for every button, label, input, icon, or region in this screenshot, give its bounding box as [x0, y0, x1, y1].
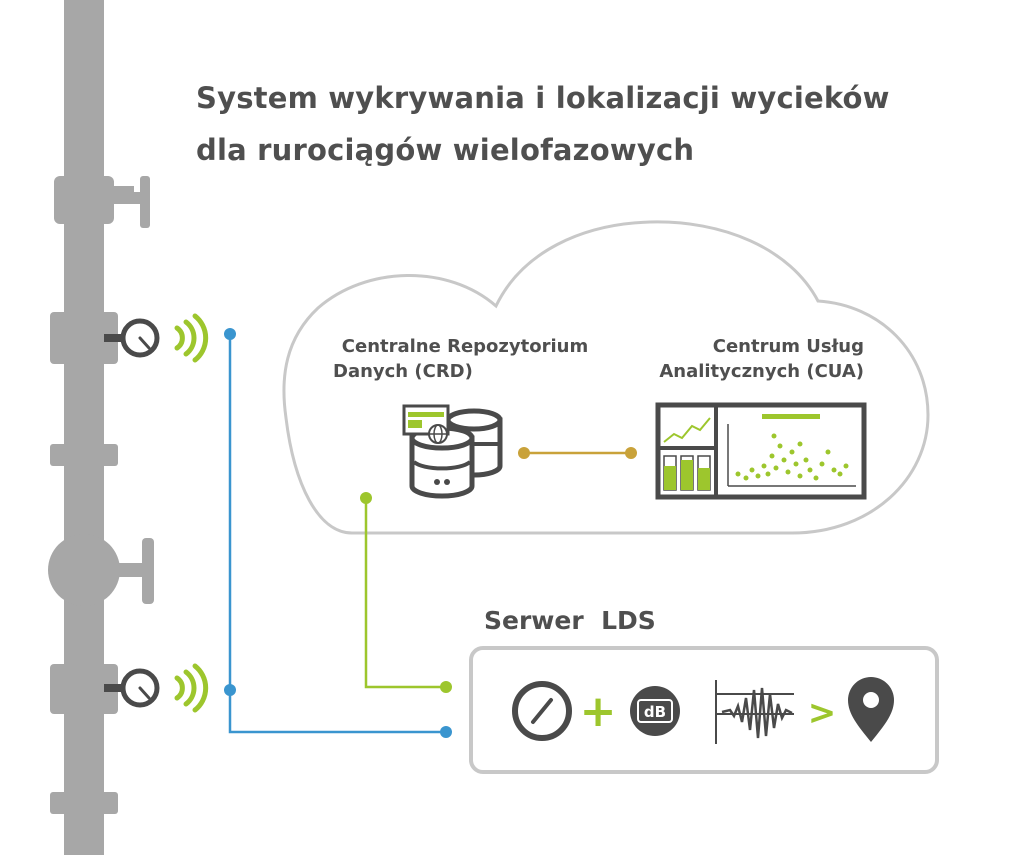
- crd-label-line-1: Centralne Repozytorium: [341, 336, 589, 357]
- pressure-sensor-2: [104, 663, 209, 713]
- sensor-connection-line: [224, 328, 452, 738]
- wireless-signal-icon: [174, 313, 209, 363]
- flange-4: [50, 792, 118, 814]
- flange-2: [50, 444, 118, 466]
- cua-label: Centrum Usług Analitycznych (CUA): [600, 334, 864, 384]
- arrow-sign: >: [808, 693, 837, 733]
- crd-label-line-2: Danych (CRD): [333, 361, 473, 382]
- gate-valve-middle: [48, 534, 154, 606]
- cua-label-line-2: Analitycznych (CUA): [659, 361, 864, 382]
- lds-server-label: Serwer LDS: [484, 606, 656, 635]
- cloud-connection-line: [360, 492, 452, 693]
- title-line-2: dla rurociągów wielofazowych: [196, 133, 695, 167]
- wireless-signal-icon: [174, 663, 209, 713]
- diagram-title: System wykrywania i lokalizacji wycieków…: [196, 72, 956, 176]
- location-pin-icon: [848, 677, 894, 742]
- cua-label-line-1: Centrum Usług: [712, 336, 864, 357]
- database-globe-icon: [402, 404, 503, 499]
- pipe-body: [64, 0, 104, 855]
- lds-server-box: [469, 646, 939, 774]
- crd-label: Centralne Repozytorium Danych (CRD): [300, 334, 630, 384]
- plus-sign: +: [580, 686, 617, 737]
- crd-cua-link: [518, 447, 637, 459]
- pressure-gauge-icon: [512, 681, 572, 741]
- analytics-dashboard-icon: [655, 402, 867, 500]
- pressure-sensor-1: [104, 313, 209, 363]
- flange-3: [50, 664, 118, 714]
- flange-1: [50, 312, 118, 364]
- pipeline: [48, 0, 154, 855]
- decibel-badge-text: dB: [644, 703, 666, 721]
- decibel-badge: dB: [630, 686, 680, 736]
- acoustic-signal-icon: [715, 680, 794, 744]
- gate-valve-top: [54, 176, 150, 228]
- title-line-1: System wykrywania i lokalizacji wycieków: [196, 81, 890, 115]
